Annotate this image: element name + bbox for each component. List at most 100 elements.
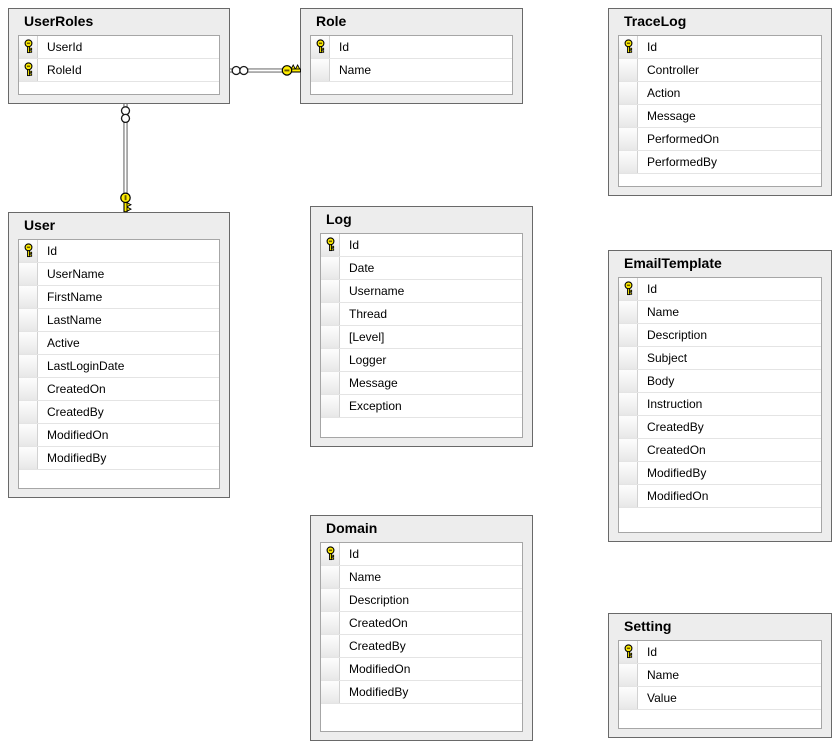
table-row[interactable]: Instruction [619, 393, 821, 416]
table-row[interactable]: Id [321, 234, 522, 257]
blank-icon-cell [619, 128, 638, 150]
key-icon [326, 237, 334, 252]
blank-icon-cell [321, 658, 340, 680]
blank-icon-cell [619, 439, 638, 461]
table-row[interactable]: ModifiedBy [19, 447, 219, 470]
table-row[interactable]: Id [321, 543, 522, 566]
table-row[interactable]: [Level] [321, 326, 522, 349]
key-icon [24, 62, 32, 77]
table-row[interactable]: Body [619, 370, 821, 393]
column-name: Name [647, 668, 680, 682]
table-row[interactable]: CreatedBy [321, 635, 522, 658]
table-row[interactable]: Id [311, 36, 512, 59]
column-name: Id [349, 238, 360, 252]
table-row[interactable]: Active [19, 332, 219, 355]
table-title: User [24, 217, 56, 233]
table-row[interactable]: CreatedBy [19, 401, 219, 424]
table-row[interactable]: ModifiedBy [321, 681, 522, 704]
blank-icon-cell [321, 395, 340, 417]
table-row[interactable]: Subject [619, 347, 821, 370]
column-name: FirstName [47, 290, 103, 304]
table-row[interactable]: CreatedOn [619, 439, 821, 462]
table-row[interactable]: ModifiedOn [619, 485, 821, 508]
column-name: Logger [349, 353, 387, 367]
table-row[interactable]: Id [19, 240, 219, 263]
table-row[interactable]: Message [321, 372, 522, 395]
table-row[interactable]: UserName [19, 263, 219, 286]
blank-icon-cell [19, 424, 38, 446]
table-row[interactable]: ModifiedOn [19, 424, 219, 447]
table-row[interactable]: RoleId [19, 59, 219, 82]
key-icon [24, 39, 32, 54]
table-row[interactable]: ModifiedBy [619, 462, 821, 485]
blank-icon-cell [619, 687, 638, 709]
table-row[interactable]: Id [619, 278, 821, 301]
column-name: Exception [349, 399, 402, 413]
blank-icon-cell [19, 332, 38, 354]
primary-key-cell [619, 36, 638, 58]
blank-icon-cell [321, 372, 340, 394]
table-row[interactable]: Id [619, 36, 821, 59]
primary-key-cell [19, 59, 38, 81]
column-name: Controller [647, 63, 700, 77]
table-row[interactable]: Name [619, 664, 821, 687]
infinity-icon [120, 106, 131, 124]
blank-icon-cell [321, 589, 340, 611]
blank-icon-cell [19, 355, 38, 377]
table-row[interactable]: Description [619, 324, 821, 347]
table-row[interactable]: Username [321, 280, 522, 303]
table-row[interactable]: Controller [619, 59, 821, 82]
table-row[interactable]: Logger [321, 349, 522, 372]
table-row[interactable]: CreatedOn [19, 378, 219, 401]
table-row[interactable]: LastName [19, 309, 219, 332]
infinity-icon [231, 65, 249, 76]
column-name: Name [647, 305, 680, 319]
table-row[interactable]: LastLoginDate [19, 355, 219, 378]
table-row[interactable]: Date [321, 257, 522, 280]
table-row[interactable]: Id [619, 641, 821, 664]
key-icon [281, 64, 301, 76]
table-row[interactable]: Message [619, 105, 821, 128]
table-row[interactable]: CreatedOn [321, 612, 522, 635]
blank-icon-cell [321, 280, 340, 302]
table-row[interactable]: Name [619, 301, 821, 324]
table-row[interactable]: Name [311, 59, 512, 82]
column-name: CreatedBy [47, 405, 104, 419]
column-name: Id [647, 282, 658, 296]
table-row[interactable]: FirstName [19, 286, 219, 309]
relationship-userroles-user[interactable] [120, 104, 132, 213]
table-row[interactable]: PerformedOn [619, 128, 821, 151]
table-row[interactable]: Exception [321, 395, 522, 418]
relationship-userroles-role[interactable] [230, 64, 301, 76]
column-name: ModifiedOn [47, 428, 109, 442]
column-name: ModifiedBy [349, 685, 409, 699]
primary-key-cell [619, 278, 638, 300]
table-row[interactable]: PerformedBy [619, 151, 821, 174]
table-row[interactable]: ModifiedOn [321, 658, 522, 681]
table-row[interactable]: Action [619, 82, 821, 105]
table-row[interactable]: Thread [321, 303, 522, 326]
blank-icon-cell [619, 347, 638, 369]
column-name: RoleId [47, 63, 82, 77]
table-row[interactable]: Value [619, 687, 821, 710]
table-row[interactable]: UserId [19, 36, 219, 59]
table-title: TraceLog [624, 13, 687, 29]
column-name: ModifiedBy [47, 451, 107, 465]
column-name: Action [647, 86, 681, 100]
table-row[interactable]: Description [321, 589, 522, 612]
table-row[interactable]: Name [321, 566, 522, 589]
blank-icon-cell [619, 151, 638, 173]
table-row[interactable]: CreatedBy [619, 416, 821, 439]
